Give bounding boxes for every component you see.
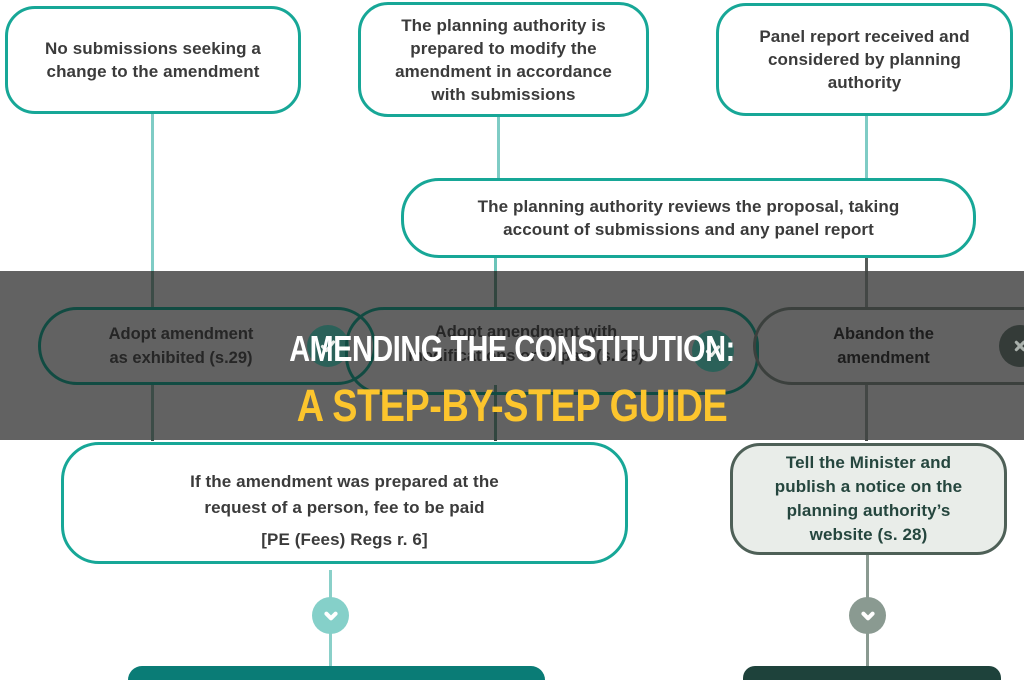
node-text: website (s. 28) — [809, 525, 928, 544]
node-prepared-to-modify: The planning authority is prepared to mo… — [358, 2, 649, 117]
node-adopt-exhibited: Adopt amendment as exhibited (s.29) — [38, 307, 376, 385]
next-step-box-right — [743, 666, 1001, 680]
node-text: prepared to modify the — [410, 38, 597, 58]
connector-line — [151, 271, 154, 307]
connector-line — [494, 256, 497, 271]
node-text: The planning authority reviews the propo… — [477, 197, 900, 216]
node-text: change to the amendment — [46, 62, 260, 81]
node-text: [PE (Fees) Regs r. 6] — [261, 530, 428, 549]
node-text: Panel report received and — [759, 27, 970, 46]
node-text: request of a person, fee to be paid — [204, 498, 485, 517]
title-overlay-band — [0, 271, 1024, 440]
node-text: If the amendment was prepared at the — [190, 472, 499, 491]
node-text: with submissions — [431, 84, 576, 104]
page-title-line-1: AMENDING THE CONSTITUTION: — [289, 328, 735, 369]
connector-line — [497, 117, 500, 178]
node-text: as exhibited (s.29) — [109, 349, 253, 367]
connector-line — [494, 385, 497, 441]
node-text: Adopt amendment — [108, 325, 254, 343]
node-text: The planning authority is — [401, 15, 606, 35]
connector-line — [494, 271, 497, 307]
node-text: amendment — [837, 349, 930, 367]
node-text: No submissions seeking a — [45, 39, 261, 58]
connector-line — [865, 256, 868, 271]
node-text: Adopt amendment with — [434, 323, 618, 341]
node-text: considered by planning — [767, 50, 961, 69]
connector-line — [151, 114, 154, 271]
check-icon — [307, 325, 349, 367]
node-abandon: Abandon the amendment — [753, 307, 1024, 385]
node-tell-minister: Tell the Minister and publish a notice o… — [730, 443, 1007, 555]
node-panel-report: Panel report received and considered by … — [716, 3, 1013, 116]
node-text: account of submissions and any panel rep… — [503, 220, 874, 239]
page-title-line-2: A STEP-BY-STEP GUIDE — [296, 380, 728, 431]
node-text: planning authority’s — [786, 501, 951, 520]
node-text: amendment in accordance — [395, 61, 612, 81]
connector-line — [865, 116, 868, 178]
node-text: authority — [827, 73, 902, 92]
chevron-down-icon — [849, 597, 886, 634]
node-review-proposal: The planning authority reviews the propo… — [401, 178, 976, 258]
node-text: Tell the Minister and — [785, 453, 952, 472]
connector-line — [151, 385, 154, 441]
check-icon — [692, 330, 734, 372]
node-fee-payment: If the amendment was prepared at the req… — [61, 442, 628, 564]
node-text: publish a notice on the — [774, 477, 963, 496]
node-text: modifications or in part (s. 29) — [408, 347, 644, 365]
node-no-submissions: No submissions seeking a change to the a… — [5, 6, 301, 114]
cross-icon — [999, 325, 1024, 367]
chevron-down-icon — [312, 597, 349, 634]
connector-line — [865, 385, 868, 441]
node-text: Abandon the — [833, 325, 934, 343]
connector-line — [865, 271, 868, 307]
next-step-box-left — [128, 666, 545, 680]
